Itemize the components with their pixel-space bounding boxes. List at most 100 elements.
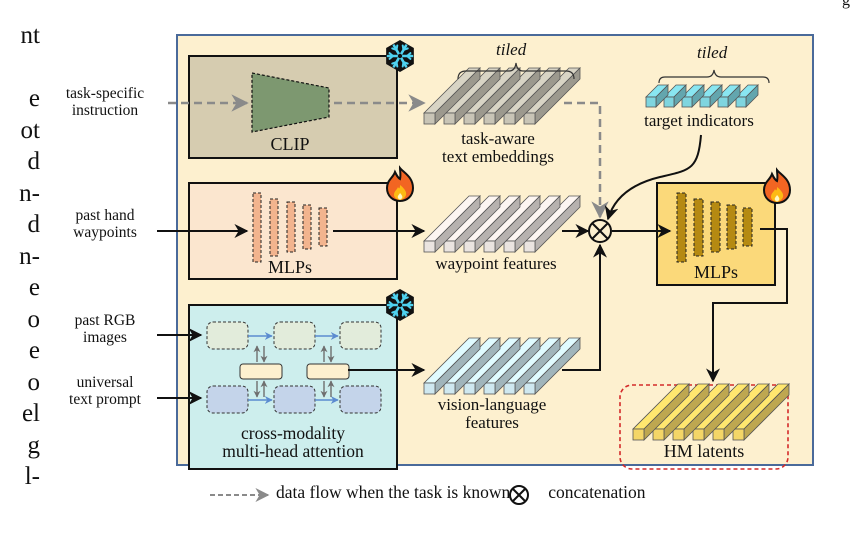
page-text-line: nt	[20, 22, 40, 49]
mlp-output-label: MLPs	[693, 262, 738, 282]
snowflake-icon	[386, 289, 414, 321]
feature-cube	[483, 337, 541, 395]
mlp-layer-bar	[318, 207, 328, 247]
attention-blocks	[206, 321, 382, 414]
feature-cube	[443, 195, 501, 253]
tiled-annotation-target: tiled	[697, 43, 728, 62]
mlp-layer-bar	[269, 198, 279, 257]
snowflake-icon	[386, 40, 414, 72]
feature-cube	[663, 84, 687, 108]
image-token-block	[339, 321, 382, 350]
feature-cube	[443, 337, 501, 395]
mlp-layer-bar	[286, 201, 296, 253]
feature-cube	[681, 84, 705, 108]
tiled-annotation-text: tiled	[496, 40, 527, 59]
text-embedding-cubes	[423, 67, 581, 125]
feature-cube	[712, 383, 770, 441]
mlp-input-label: MLPs	[267, 257, 312, 277]
feature-cube	[423, 67, 481, 125]
feature-cube	[735, 84, 759, 108]
tiled-brace-text	[457, 62, 575, 80]
page-text-line: d	[27, 211, 41, 238]
attention-label-line: multi-head attention	[222, 441, 364, 461]
feature-cube	[423, 195, 481, 253]
vision-language-label: vision-language features	[406, 396, 578, 432]
vl-to-concat-arrow	[562, 243, 607, 371]
hm-latents-label: HM latents	[663, 441, 745, 461]
fusion-block	[306, 363, 350, 380]
page-text-line: g	[27, 431, 41, 459]
feature-label-line: vision-language	[437, 395, 547, 414]
vision-language-cubes	[423, 337, 581, 395]
page-text-line: o	[27, 368, 41, 396]
fusion-block	[239, 363, 283, 380]
feature-cube	[523, 195, 581, 253]
text-emb-to-concat-arrow	[564, 101, 609, 219]
input-label-line: text prompt	[69, 391, 141, 408]
page-text-line: n-	[19, 179, 40, 207]
feature-cube	[632, 383, 690, 441]
target-indicator-cubes	[645, 84, 759, 108]
input-label-line: past RGB	[74, 312, 136, 329]
image-token-block	[273, 321, 316, 350]
text-embeddings-label: task-aware text embeddings	[418, 130, 578, 166]
mlp-layer-bar	[742, 207, 753, 247]
input-label-line: waypoints	[73, 224, 137, 241]
mlp-layer-bar	[302, 204, 312, 250]
feature-cube	[699, 84, 723, 108]
input-label-line: instruction	[71, 102, 139, 119]
feature-cube	[523, 67, 581, 125]
legend: data flow when the task is known concate…	[210, 482, 645, 503]
page-text-line: l-	[24, 463, 40, 490]
waypoint-feature-cubes	[423, 195, 581, 253]
page-text-line: e	[28, 85, 40, 112]
hm-latent-cubes	[632, 383, 790, 441]
input-task-instruction: task-specific instruction	[50, 85, 160, 119]
clip-encoder-shape	[251, 72, 330, 133]
page-text-line: ot	[20, 116, 40, 144]
text-token-block	[206, 385, 249, 414]
mlp-output-bars	[676, 192, 753, 263]
input-label-line: universal	[76, 374, 134, 391]
text-token-block	[339, 385, 382, 414]
mlp-layer-bar	[710, 201, 721, 253]
feature-label-line: task-aware	[461, 129, 535, 148]
attention-label: cross-modality multi-head attention	[200, 424, 386, 460]
feature-cube	[645, 84, 669, 108]
mlp-layer-bar	[726, 204, 737, 250]
input-hand-waypoints: past hand waypoints	[50, 207, 160, 241]
feature-label-line: features	[465, 413, 519, 432]
page-text-line: o	[27, 305, 41, 333]
clip-label: CLIP	[270, 134, 310, 154]
tiled-brace-target	[658, 69, 770, 84]
target-indicators-label: target indicators	[644, 111, 754, 130]
input-rgb-images: past RGB images	[50, 312, 160, 346]
mlp-input-bars	[252, 192, 328, 263]
waypoint-features-label: waypoint features	[435, 254, 557, 273]
target-to-concat-arrow	[604, 134, 702, 221]
image-token-block	[206, 321, 249, 350]
page-mark: g	[842, 0, 850, 9]
feature-cube	[503, 195, 561, 253]
mlp-layer-bar	[252, 192, 262, 263]
fire-icon	[762, 167, 792, 205]
input-label-line: past hand	[75, 207, 135, 224]
page-text-line: e	[28, 274, 40, 301]
page-text-line: n-	[19, 242, 40, 270]
attention-label-line: cross-modality	[240, 423, 345, 443]
input-label-line: images	[83, 329, 127, 346]
legend-concat-text: concatenation	[548, 482, 646, 502]
fire-icon	[385, 165, 415, 203]
input-label-line: task-specific	[65, 85, 145, 102]
text-token-block	[273, 385, 316, 414]
page-text-line: d	[27, 148, 41, 175]
feature-cube	[423, 337, 481, 395]
mlp-to-hm-arrow	[706, 228, 788, 383]
legend-dashed-flow-text: data flow when the task is known	[276, 482, 511, 502]
page-text-line: e	[28, 337, 40, 364]
concatenation-icon	[588, 219, 612, 243]
mlp-layer-bar	[676, 192, 687, 263]
mlp-layer-bar	[693, 198, 704, 257]
